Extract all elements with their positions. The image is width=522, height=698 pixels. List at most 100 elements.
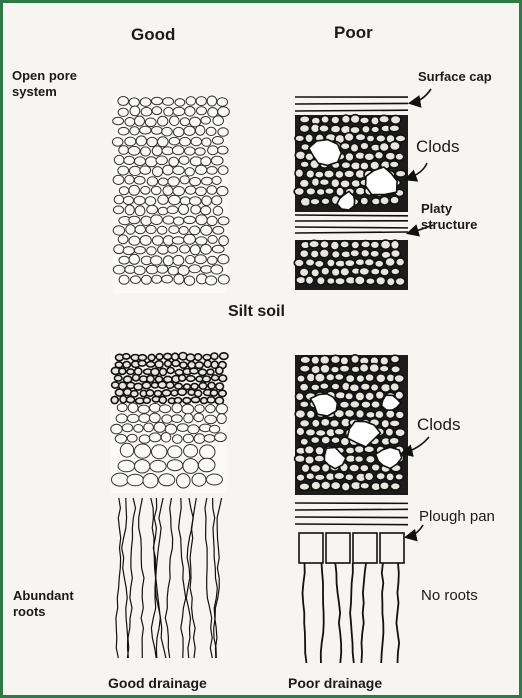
soil-aggregate — [316, 188, 325, 195]
root — [156, 498, 166, 658]
soil-aggregate — [142, 275, 152, 284]
soil-aggregate — [217, 414, 226, 424]
soil-aggregate — [362, 125, 370, 133]
soil-aggregate — [361, 249, 370, 257]
soil-aggregate — [163, 216, 174, 224]
soil-aggregate — [183, 459, 198, 474]
root — [335, 563, 341, 663]
soil-aggregate — [159, 474, 175, 486]
soil-aggregate — [196, 237, 207, 245]
pointer-arrow — [407, 163, 427, 179]
soil-aggregate — [126, 397, 134, 403]
label-clods-bottom: Clods — [417, 415, 460, 435]
soil-aggregate — [150, 403, 161, 412]
soil-aggregate — [163, 256, 173, 266]
soil-aggregate — [118, 235, 128, 244]
label-plough-pan: Plough pan — [419, 508, 495, 525]
soil-aggregate — [112, 138, 123, 147]
soil-aggregate — [151, 186, 161, 194]
soil-aggregate — [310, 198, 320, 205]
soil-aggregate — [119, 256, 129, 264]
pointer-arrow — [411, 89, 431, 103]
soil-aggregate — [304, 446, 314, 455]
soil-aggregate — [140, 166, 151, 174]
soil-aggregate — [359, 364, 368, 373]
soil-aggregate — [300, 250, 309, 258]
pointer-arrow — [407, 525, 423, 537]
soil-aggregate — [299, 268, 309, 277]
soil-aggregate — [390, 115, 401, 124]
soil-aggregate — [379, 142, 389, 151]
soil-aggregate — [380, 268, 389, 276]
soil-aggregate — [375, 260, 384, 267]
soil-aggregate — [331, 268, 340, 276]
soil-aggregate — [391, 268, 400, 275]
soil-aggregate — [194, 413, 204, 421]
soil-aggregate — [152, 167, 162, 177]
soil-aggregate — [311, 178, 319, 187]
root — [381, 563, 383, 663]
soil-aggregate — [210, 390, 217, 396]
soil-aggregate — [355, 392, 365, 401]
soil-aggregate — [127, 369, 134, 375]
soil-aggregate — [360, 117, 370, 124]
soil-aggregate — [390, 483, 400, 490]
soil-aggregate — [314, 455, 325, 462]
soil-aggregate — [120, 443, 133, 457]
soil-aggregate — [154, 422, 166, 432]
soil-aggregate — [327, 278, 336, 285]
soil-aggregate — [119, 187, 128, 195]
soil-aggregate — [195, 148, 205, 156]
soil-aggregate — [319, 179, 329, 186]
soil-aggregate — [385, 428, 393, 437]
soil-aggregate — [134, 383, 142, 390]
soil-aggregate — [207, 96, 217, 106]
soil-aggregate — [186, 255, 195, 263]
soil-aggregate — [134, 157, 145, 166]
soil-aggregate — [186, 97, 196, 106]
soil-aggregate — [179, 156, 189, 164]
soil-aggregate — [185, 168, 194, 176]
soil-aggregate — [355, 456, 364, 463]
soil-aggregate — [196, 187, 207, 196]
soil-aggregate — [217, 186, 228, 195]
soil-aggregate — [210, 425, 220, 433]
soil-aggregate — [360, 142, 369, 150]
soil-aggregate — [385, 257, 395, 266]
soil-aggregate — [138, 361, 146, 367]
soil-aggregate — [366, 455, 376, 463]
soil-aggregate — [130, 127, 139, 135]
soil-aggregate — [340, 143, 350, 150]
soil-aggregate — [305, 134, 313, 143]
soil-aggregate — [201, 117, 211, 125]
soil-aggregate — [300, 161, 309, 168]
soil-aggregate — [143, 474, 158, 488]
soil-aggregate — [204, 360, 211, 367]
soil-aggregate — [190, 226, 200, 235]
soil-aggregate — [157, 265, 168, 273]
soil-aggregate — [129, 236, 140, 245]
soil-aggregate — [206, 127, 216, 135]
soil-aggregate — [146, 157, 158, 167]
prism-block — [380, 533, 404, 563]
soil-aggregate — [151, 368, 159, 375]
soil-aggregate — [205, 415, 217, 424]
root — [122, 498, 129, 658]
soil-aggregate — [146, 265, 158, 274]
soil-aggregate — [371, 126, 380, 133]
label-good-drainage: Good drainage — [108, 675, 207, 691]
soil-aggregate — [340, 268, 350, 277]
soil-aggregate — [320, 364, 330, 373]
root — [116, 498, 121, 658]
soil-aggregate — [395, 411, 404, 419]
soil-aggregate — [136, 136, 146, 146]
soil-aggregate — [380, 196, 389, 205]
soil-aggregate — [159, 397, 166, 404]
soil-aggregate — [202, 138, 211, 146]
soil-aggregate — [149, 433, 161, 442]
soil-aggregate — [390, 196, 399, 204]
soil-aggregate — [151, 127, 162, 135]
soil-aggregate — [183, 434, 193, 442]
soil-aggregate — [134, 176, 145, 184]
soil-aggregate — [386, 410, 395, 419]
